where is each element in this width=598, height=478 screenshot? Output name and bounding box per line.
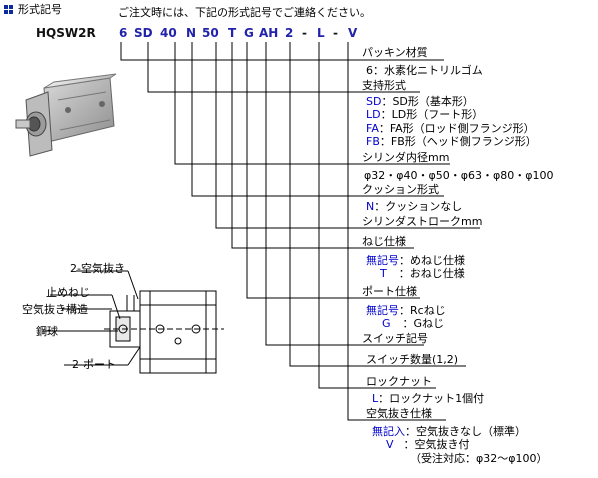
code-hyphen-1: - — [302, 26, 307, 40]
section-title: 形式記号 — [18, 3, 62, 16]
packing-heading: パッキン材質 — [362, 46, 428, 59]
cushion-option: N：クッションなし — [366, 200, 463, 213]
code-locknut: L — [317, 26, 325, 40]
order-note: ご注文時には、下記の形式記号でご連絡ください。 — [118, 6, 371, 19]
port-option-g: G：Gねじ — [382, 317, 445, 330]
model-code: HQSW2R 6 SD 40 N 50 T G AH 2 - L - V — [36, 26, 366, 42]
diagram-label-vent-structure: 空気抜き構造 — [22, 303, 88, 316]
support-heading: 支持形式 — [362, 79, 406, 92]
code-switch-count: 2 — [285, 26, 294, 40]
diagram-label-air-vent: 2-空気抜き — [70, 262, 125, 275]
air-vent-diagram — [42, 270, 224, 374]
code-thread: T — [228, 26, 237, 40]
locknut-option: L：ロックナット1個付 — [372, 392, 485, 405]
support-option-sd: SD：SD形（基本形） — [366, 95, 474, 108]
cylinder-photo — [15, 73, 117, 157]
thread-option-male: T：おねじ仕様 — [380, 267, 465, 280]
air-vent-heading: 空気抜き仕様 — [366, 407, 432, 420]
code-port: G — [244, 26, 254, 40]
air-vent-option-v: V：空気抜き付 — [386, 438, 470, 451]
port-option-rc: 無記号：Rcねじ — [366, 304, 446, 317]
bore-heading: シリンダ内径mm — [362, 151, 450, 164]
stroke-heading: シリンダストロークmm — [362, 215, 483, 228]
code-air-vent: V — [348, 26, 358, 40]
diagram-label-stop-screw: 止めねじ — [46, 286, 90, 299]
code-bore: 40 — [160, 26, 177, 40]
thread-heading: ねじ仕様 — [362, 235, 406, 248]
thread-option-female: 無記号：めねじ仕様 — [366, 254, 465, 267]
switch-code-heading: スイッチ記号 — [362, 332, 428, 345]
switch-count-heading: スイッチ数量(1,2) — [366, 353, 459, 366]
support-option-ld: LD：LD形（フート形） — [366, 108, 484, 121]
code-hyphen-2: - — [333, 26, 338, 40]
air-vent-option-none: 無記入：空気抜きなし（標準） — [372, 425, 526, 438]
code-stroke: 50 — [202, 26, 219, 40]
support-option-fb: FB：FB形（ヘッド側フランジ形） — [366, 135, 537, 148]
diagram-label-port: 2-ポート — [72, 358, 116, 371]
diagram-label-steel-ball: 鋼球 — [36, 325, 58, 338]
code-support: SD — [134, 26, 153, 40]
code-packing: 6 — [119, 26, 128, 40]
section-bullet-icon — [4, 5, 14, 15]
support-option-fa: FA：FA形（ロッド側フランジ形） — [366, 122, 535, 135]
air-vent-note: （受注対応：φ32～φ100） — [410, 452, 548, 465]
packing-option: 6：水素化ニトリルゴム — [366, 64, 483, 77]
locknut-heading: ロックナット — [366, 375, 432, 388]
code-series: HQSW2R — [36, 26, 96, 40]
port-heading: ポート仕様 — [362, 285, 417, 298]
bore-options: φ32・φ40・φ50・φ63・φ80・φ100 — [364, 169, 554, 182]
code-cushion: N — [186, 26, 197, 40]
code-switch: AH — [259, 26, 279, 40]
cushion-heading: クッション形式 — [362, 183, 439, 196]
